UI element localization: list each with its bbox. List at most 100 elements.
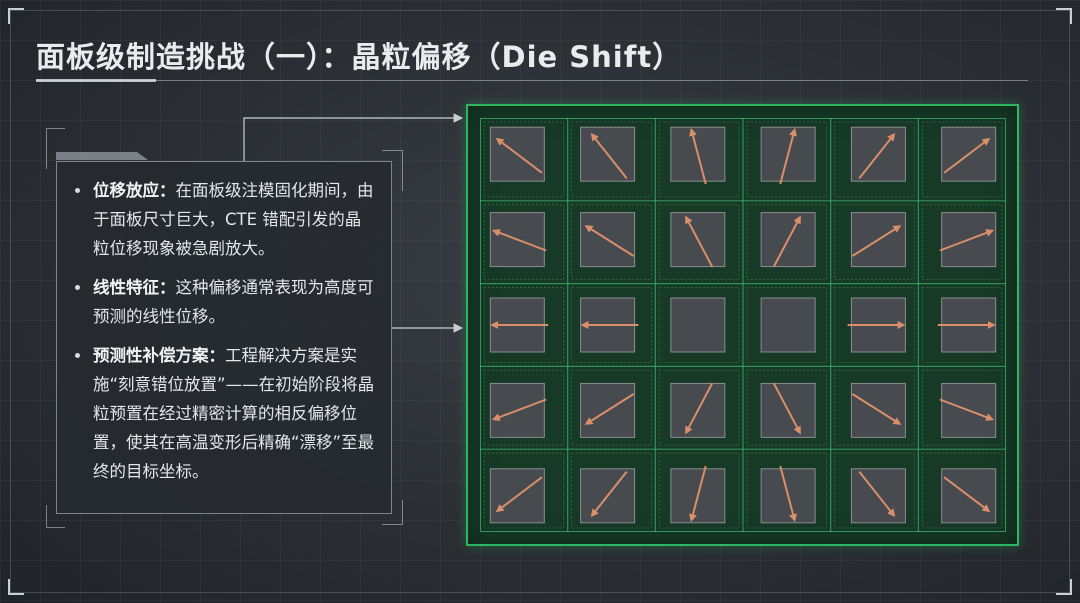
die-cell (483, 121, 565, 198)
panel-decoration (46, 505, 65, 528)
bullet-term: 预测性补偿方案： (93, 346, 225, 365)
die-cell (921, 204, 1003, 281)
die-site-outline (571, 121, 652, 198)
die-site-outline (921, 369, 1003, 446)
die-cell (571, 121, 652, 198)
frame-corner (8, 8, 24, 24)
die-cell (834, 204, 915, 281)
shift-arrow (772, 382, 801, 435)
bullet-term: 线性特征： (93, 278, 176, 297)
die-cell (746, 369, 828, 446)
die-cell (658, 369, 740, 446)
die-site-outline (746, 369, 828, 446)
die-site-outline (658, 121, 740, 198)
outer-frame (10, 10, 1070, 593)
shift-arrow (590, 471, 628, 518)
shift-arrow (772, 215, 801, 268)
die-cell (658, 287, 740, 363)
die-cell (483, 204, 565, 281)
die-cell (571, 369, 652, 446)
die (670, 126, 726, 182)
panel-decoration (382, 150, 403, 191)
die-site-outline (658, 452, 740, 529)
shift-arrow (939, 229, 995, 252)
die-site-outline (483, 121, 565, 198)
die-site-outline (571, 369, 652, 446)
die-site-outline (834, 452, 915, 529)
die-cell (571, 204, 652, 281)
bullet-die-shift-effect: 位移放应：在面板级注模固化期间，由于面板尺寸巨大，CTE 错配引发的晶粒位移现象… (71, 176, 377, 263)
bullet-text: 工程解决方案是实施“刻意错位放置”——在初始阶段将晶粒预置在经过精密计算的相反偏… (93, 346, 375, 481)
panel-decoration (46, 128, 65, 169)
shift-arrow (590, 132, 628, 179)
die-cell (746, 121, 828, 198)
die-site-outline (483, 287, 565, 363)
die-site-outline (571, 287, 652, 363)
die-site-outline (921, 287, 1003, 363)
shift-arrow (858, 132, 896, 179)
die-cell (921, 287, 1003, 363)
die-cell (483, 287, 565, 363)
die-cell (571, 452, 652, 529)
die-site-outline (834, 369, 915, 446)
shift-arrow (779, 465, 797, 523)
die-cell (921, 369, 1003, 446)
bullet-compensation: 预测性补偿方案：工程解决方案是实施“刻意错位放置”——在初始阶段将晶粒预置在经过… (71, 341, 377, 486)
bullet-term: 位移放应： (93, 181, 176, 200)
die-site-outline (746, 121, 828, 198)
shift-arrow (685, 215, 714, 268)
shift-arrow (495, 137, 543, 174)
title-underline (36, 80, 1028, 81)
die-cell (483, 369, 565, 446)
shift-arrow (491, 229, 547, 252)
die-cell (834, 287, 915, 363)
die-shift-diagram (480, 118, 1006, 532)
die-site-outline (571, 204, 652, 281)
die-site-outline (658, 369, 740, 446)
die-site-outline (921, 121, 1003, 198)
die-cell (658, 121, 740, 198)
shift-arrow (779, 127, 797, 185)
die-site-outline (834, 204, 915, 281)
die-cell (834, 121, 915, 198)
shift-arrow (858, 471, 896, 518)
shift-arrow (851, 225, 902, 257)
die-site-outline (834, 121, 915, 198)
die-cell (483, 452, 565, 529)
die-cell (921, 452, 1003, 529)
die-site-outline (834, 287, 915, 363)
die-cell (746, 452, 828, 529)
shift-arrow (689, 465, 707, 523)
frame-corner (8, 579, 24, 595)
die-site-outline (658, 287, 740, 363)
die-site-outline (483, 204, 565, 281)
die-site-outline (483, 369, 565, 446)
shift-arrow (495, 476, 543, 513)
connector-top (243, 113, 464, 161)
die-cell (746, 204, 828, 281)
die-cell (746, 287, 828, 363)
die-site-outline (746, 204, 828, 281)
die-cell (921, 121, 1003, 198)
shift-arrow (851, 393, 902, 425)
die-site-outline (746, 287, 828, 363)
die-site-outline (658, 204, 740, 281)
slide-title: 面板级制造挑战（一）：晶粒偏移（Die Shift） (36, 40, 683, 74)
shift-arrow (584, 393, 635, 425)
bullet-text: 这种偏移通常表现为高度可预测的线性位移。 (93, 278, 374, 326)
shift-arrow (584, 225, 635, 257)
die-cell (658, 204, 740, 281)
die-site-outline (746, 452, 828, 529)
panel-decoration (382, 500, 403, 525)
die-site-outline (921, 452, 1003, 529)
shift-arrow (491, 398, 547, 421)
bullet-text: 在面板级注模固化期间，由于面板尺寸巨大，CTE 错配引发的晶粒位移现象被急剧放大… (93, 181, 374, 258)
die-cell (834, 452, 915, 529)
frame-corner (1056, 8, 1072, 24)
die-cell (658, 452, 740, 529)
die-cell (834, 369, 915, 446)
shift-arrow (943, 137, 991, 174)
panel-tab (56, 152, 148, 160)
shift-arrow (685, 382, 714, 435)
